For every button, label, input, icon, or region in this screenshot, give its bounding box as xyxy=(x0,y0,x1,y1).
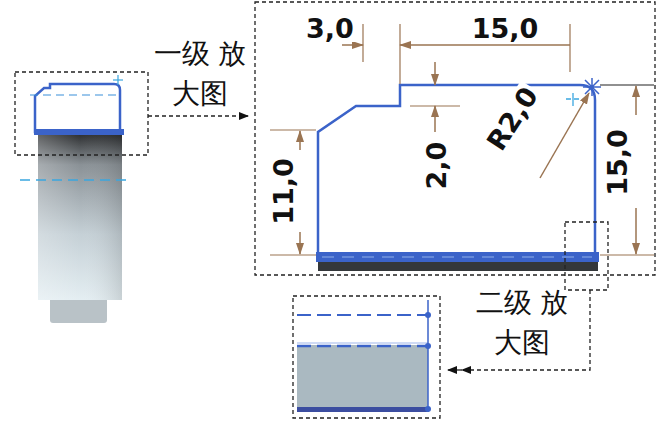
radius-value: R2,0 xyxy=(481,80,543,156)
dimension-value: 3,0 xyxy=(304,15,356,42)
view-caption: 一级 放大图 xyxy=(148,34,252,114)
dimension-value: 15,0 xyxy=(604,127,631,198)
dimension-value: 2,0 xyxy=(424,139,451,191)
dimension-value: 11,0 xyxy=(270,156,297,227)
dimension-value: 15,0 xyxy=(470,15,541,42)
view-caption: 二级 放大图 xyxy=(467,283,577,363)
